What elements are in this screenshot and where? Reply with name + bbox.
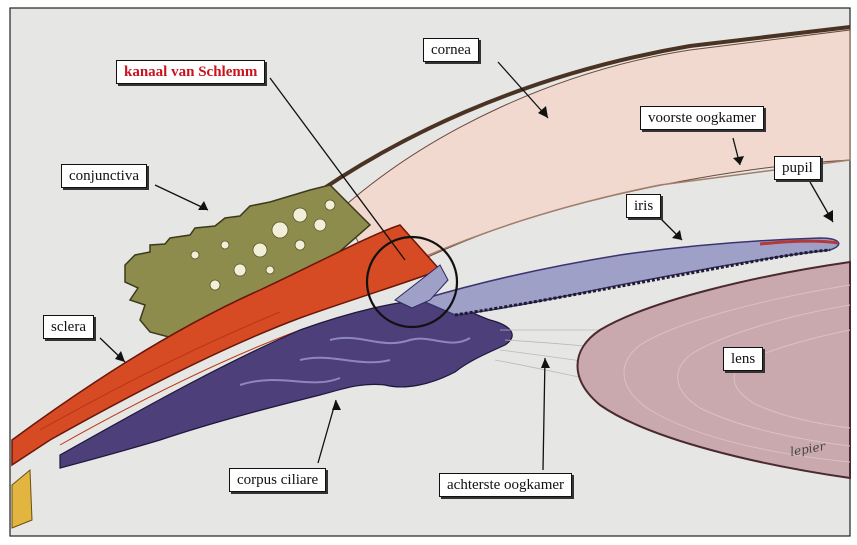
- label-lens: lens: [723, 347, 763, 371]
- label-cornea: cornea: [423, 38, 479, 62]
- label-pupil: pupil: [774, 156, 821, 180]
- label-achterste-oogkamer: achterste oogkamer: [439, 473, 572, 497]
- label-corpus-ciliare: corpus ciliare: [229, 468, 326, 492]
- label-kanaal-van-schlemm: kanaal van Schlemm: [116, 60, 265, 84]
- label-sclera: sclera: [43, 315, 94, 339]
- label-voorste-oogkamer: voorste oogkamer: [640, 106, 764, 130]
- label-conjunctiva: conjunctiva: [61, 164, 147, 188]
- label-iris: iris: [626, 194, 661, 218]
